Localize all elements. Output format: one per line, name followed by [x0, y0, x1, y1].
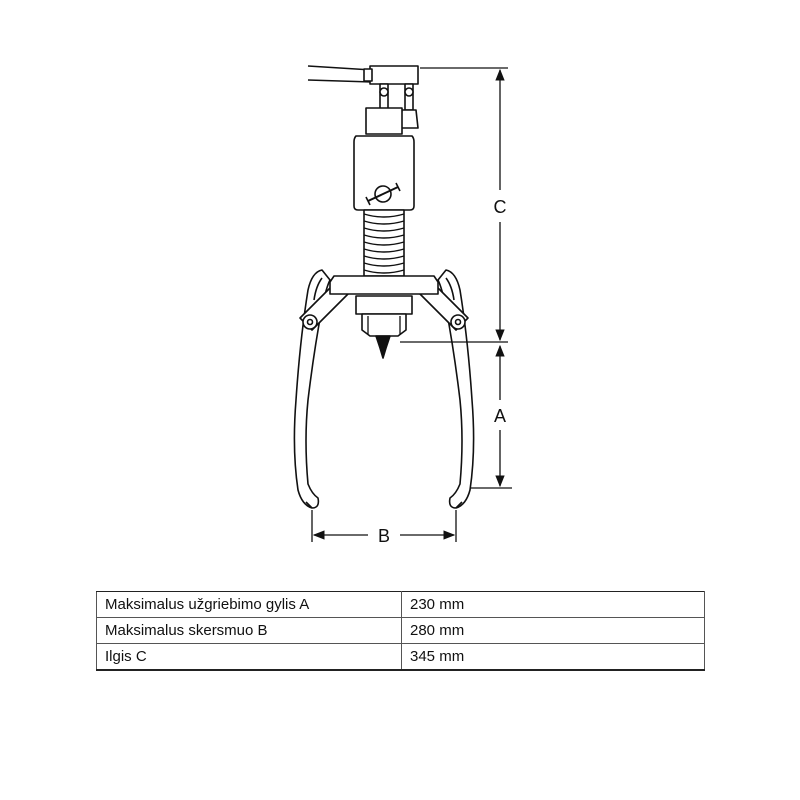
spec-value: 230 mm [401, 591, 705, 618]
hex-nut [355, 295, 413, 315]
table-row: Ilgis C 345 mm [96, 643, 705, 671]
spec-parameter: Ilgis C [96, 643, 402, 671]
hose-coupling [369, 65, 419, 85]
puller-technical-drawing: C A B [293, 65, 512, 546]
spec-parameter: Maksimalus užgriebimo gylis A [96, 591, 402, 618]
release-valve [365, 182, 401, 206]
cylinder-collar [365, 107, 403, 135]
spindle-tip-body [361, 313, 407, 337]
dimension-c-label: C [494, 197, 507, 217]
spec-value: 280 mm [401, 617, 705, 644]
table-row: Maksimalus užgriebimo gylis A 230 mm [96, 591, 705, 618]
hydraulic-puller [293, 65, 475, 509]
hub-plate [329, 275, 439, 295]
center-point [375, 335, 391, 359]
spec-value: 345 mm [401, 643, 705, 671]
left-jaw-arm [293, 269, 331, 509]
dimension-lines [311, 67, 512, 542]
cylinder-body [353, 135, 415, 211]
table-row: Maksimalus skersmuo B 280 mm [96, 617, 705, 644]
dimension-a-label: A [494, 406, 506, 426]
pump-linkage [379, 83, 419, 129]
specifications-table: Maksimalus užgriebimo gylis A 230 mm Mak… [96, 591, 705, 671]
right-jaw-arm [437, 269, 475, 509]
dimension-b-label: B [378, 526, 390, 546]
hydraulic-hose [307, 65, 373, 83]
spindle-threads [363, 213, 405, 274]
spec-parameter: Maksimalus skersmuo B [96, 617, 402, 644]
